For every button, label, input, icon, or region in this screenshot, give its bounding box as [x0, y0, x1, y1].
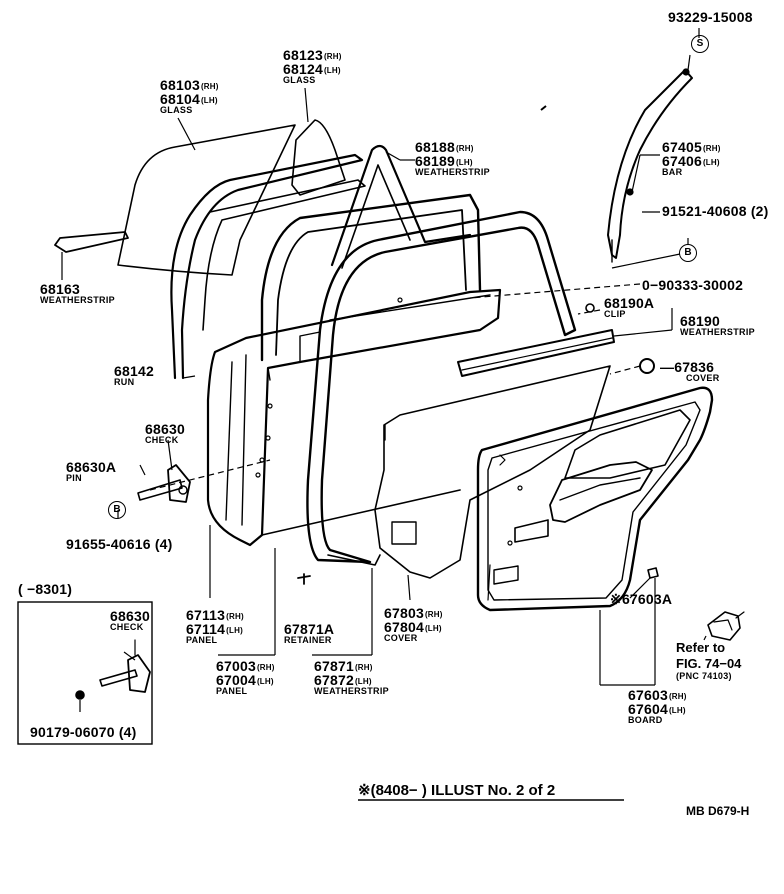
garnish-bar-67405 — [607, 69, 693, 259]
label-67405: 67405(RH) 67406(LH) BAR — [662, 139, 721, 177]
label-68123: 68123(RH) 68124(LH) GLASS — [283, 47, 342, 85]
inset-heading: ( −8301) — [18, 581, 73, 597]
illust-note: ※(8408− ) ILLUST No. 2 of 2 — [358, 782, 556, 799]
label-67003: 67003(RH) 67004(LH) PANEL — [216, 658, 275, 696]
drawing-code: MB D679-H — [686, 804, 750, 818]
label-67871: 67871(RH) 67872(LH) WEATHERSTRIP — [314, 658, 389, 696]
inner-belt-weatherstrip-68190 — [457, 329, 615, 377]
label-91521: 91521-40608 (2) — [662, 203, 769, 219]
label-68630: 68630 CHECK — [145, 421, 185, 445]
label-68188: 68188(RH) 68189(LH) WEATHERSTRIP — [415, 139, 490, 177]
door-weatherstrip-67871 — [306, 210, 577, 564]
belt-weatherstrip-68163 — [54, 231, 129, 253]
label-68190A: 68190A CLIP — [604, 295, 655, 319]
label-68142: 68142 RUN — [114, 363, 154, 387]
inset-label-68630: 68630 CHECK — [110, 608, 150, 632]
door-sash — [260, 193, 482, 362]
label-91655: 91655-40616 (4) — [66, 536, 173, 552]
label-67113: 67113(RH) 67114(LH) PANEL — [186, 607, 244, 645]
inset-label-90179: 90179-06070 (4) — [30, 724, 137, 740]
marker-s: S — [691, 35, 709, 53]
label-68190: 68190 WEATHERSTRIP — [680, 313, 755, 337]
division-weatherstrip-68188 — [330, 144, 472, 267]
label-67836: —67836 COVER — [660, 359, 720, 383]
inset-box — [17, 601, 153, 745]
door-outer-panel — [206, 288, 502, 547]
label-68630A: 68630A PIN — [66, 459, 117, 483]
label-67603A: ※67603A — [610, 591, 673, 607]
marker-b-bar: B — [679, 244, 697, 262]
label-refer: Refer to FIG. 74−04 (PNC 74103) — [676, 640, 742, 681]
marker-b-check: B — [108, 501, 126, 519]
door-check-68630 — [137, 479, 183, 501]
label-90333: 0−90333-30002 — [642, 277, 744, 293]
label-67871A: 67871A RETAINER — [284, 621, 335, 645]
label-67803: 67803(RH) 67804(LH) COVER — [384, 605, 443, 643]
service-hole-cover-67803 — [374, 365, 611, 579]
label-68163: 68163 WEATHERSTRIP — [40, 281, 115, 305]
label-68103: 68103(RH) 68104(LH) GLASS — [160, 77, 219, 115]
glass-run-68142 — [170, 153, 364, 380]
label-67603: 67603(RH) 67604(LH) BOARD — [628, 687, 687, 725]
label-93229: 93229-15008 — [668, 9, 753, 25]
rear-door-glass-shape — [117, 124, 296, 276]
door-trim-board-67603 — [476, 386, 714, 612]
